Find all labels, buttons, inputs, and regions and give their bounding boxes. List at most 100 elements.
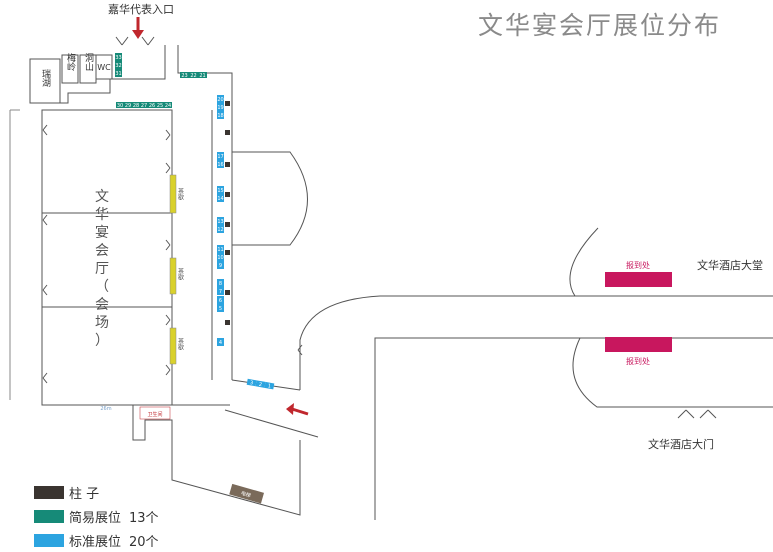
pillar (225, 162, 230, 167)
booth: 30 (116, 102, 124, 109)
booth-rect (115, 53, 122, 61)
room-wc: WC (95, 54, 113, 80)
room-meiling-label: 梅岭 (65, 52, 76, 72)
booth: 32 (115, 61, 122, 69)
tea-label-2: 茶歇 (177, 267, 184, 281)
booth-label: 21 (199, 73, 205, 79)
booth-rect (198, 72, 207, 78)
legend-swatch (34, 533, 64, 547)
room-ruihu-label: 瑞湖 (40, 68, 51, 88)
booth-label: 14 (217, 196, 223, 202)
tea-label-1: 茶歇 (177, 187, 184, 201)
booth: 17 (217, 152, 224, 160)
booth-rect (255, 380, 266, 388)
pillar (225, 250, 230, 255)
booth-label: 31 (115, 71, 121, 77)
hall-name-char: 会 (95, 243, 109, 259)
booth: 6 (217, 296, 224, 304)
booth: 12 (217, 225, 224, 233)
booth: 19 (217, 103, 224, 111)
booth-label: 20 (217, 97, 223, 103)
booth-rect (217, 194, 224, 202)
booth-label: 27 (141, 103, 147, 109)
main-gate-label: 文华酒店大门 (648, 437, 714, 451)
booth: 18 (217, 111, 224, 119)
booth: 25 (156, 102, 164, 109)
hall-name: 文华宴会厅（会场） (92, 188, 112, 350)
room-ruihu: 瑞湖 (29, 58, 61, 104)
room-wc-label: WC (97, 63, 111, 72)
booth-label: 11 (217, 247, 223, 253)
booth-rect (132, 102, 140, 108)
booth-rect (217, 186, 224, 194)
pillar (225, 101, 230, 106)
booth: 22 (189, 72, 198, 79)
booth-rect (164, 102, 172, 108)
booth-label: 22 (190, 73, 196, 79)
booth-rect (217, 338, 224, 346)
booth-label: 28 (133, 103, 139, 109)
booth: 28 (132, 102, 140, 109)
restroom-box: 卫生间 (139, 406, 171, 420)
booth: 27 (140, 102, 148, 109)
legend-label: 柱 子 (69, 486, 100, 502)
legend-item: 柱 子 (34, 480, 159, 504)
entrance-label: 嘉华代表入口 (108, 3, 174, 16)
booth: 2 (255, 380, 266, 388)
booth-rect (217, 296, 224, 304)
booth-rect (246, 378, 257, 387)
booth: 14 (217, 194, 224, 202)
pillar (225, 222, 230, 227)
hall-name-char: ） (95, 333, 109, 349)
restroom-label: 卫生间 (147, 411, 162, 418)
legend-count: 13个 (129, 510, 159, 526)
booth-rect (264, 381, 275, 390)
booth-label: 30 (117, 103, 123, 109)
booth-rect (217, 95, 224, 103)
booth: 29 (124, 102, 132, 109)
hall-name-char: 文 (95, 189, 109, 205)
booth-rect (115, 61, 122, 69)
booth-label: 4 (219, 340, 222, 346)
room-dongshan: 洞山 (79, 53, 97, 84)
room-dongshan-label: 洞山 (83, 53, 94, 71)
booth-label: 24 (165, 103, 171, 109)
walls (9, 45, 773, 520)
booth-rect (217, 160, 224, 168)
booth-rect (156, 102, 164, 108)
pillar (225, 192, 230, 197)
hall-name-char: （ (95, 279, 109, 295)
booth-label: 18 (217, 113, 223, 119)
booth: 9 (217, 261, 224, 269)
booth-rect (116, 102, 124, 108)
booth-label: 33 (115, 55, 121, 61)
booth-rect (217, 279, 224, 287)
booth-rect (217, 287, 224, 295)
booth: 15 (217, 186, 224, 194)
booth: 26 (148, 102, 156, 109)
booth-label: 1 (267, 383, 271, 389)
booth-rect (217, 217, 224, 225)
booth: 8 (217, 279, 224, 287)
booth-label: 10 (217, 255, 223, 261)
dimension-label: 26m (100, 406, 111, 412)
booth-label: 16 (217, 162, 223, 168)
booth-label: 23 (181, 73, 187, 79)
booth-label: 3 (249, 380, 253, 386)
legend-swatch (34, 485, 64, 499)
booth-label: 2 (258, 382, 262, 388)
hall-name-char: 场 (95, 315, 109, 331)
booth-rect (189, 72, 198, 78)
booth: 4 (217, 338, 224, 346)
booth: 1 (264, 381, 275, 390)
registration-label-bottom: 报到处 (626, 356, 650, 366)
booth: 23 (180, 72, 189, 79)
entrance-arrow (132, 17, 144, 39)
booth-rect (217, 152, 224, 160)
registration-desks: 报到处 报到处 (605, 260, 672, 366)
booth-rect (148, 102, 156, 108)
hall-name-char: 厅 (95, 261, 109, 277)
